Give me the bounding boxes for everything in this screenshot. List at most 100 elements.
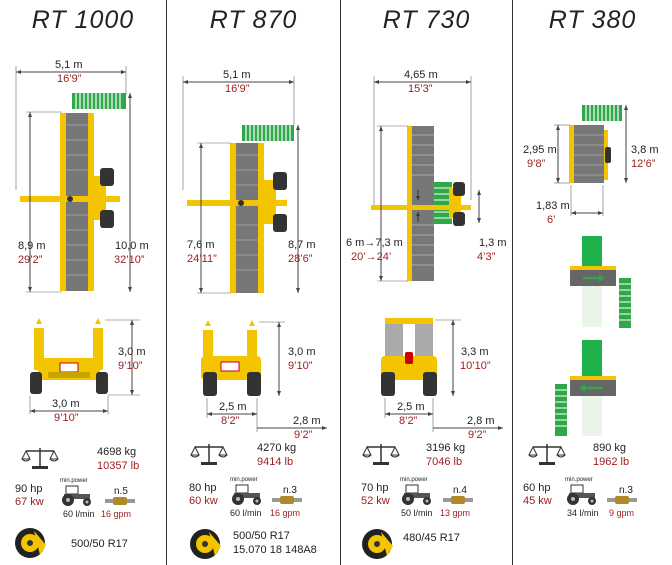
tyre-icon [362,529,393,559]
right-length-m: 1,3 m [479,237,507,249]
left-length-m: 8,9 m [18,240,46,252]
top-view-drawing [371,76,481,282]
left-length-ft: 29’2” [18,254,43,266]
rear-width2-m: 2,8 m [467,415,495,427]
top-view-drawing [182,76,300,294]
rear-width2-ft: 9’2” [468,429,487,441]
tyre-size: 480/45 R17 [403,532,460,544]
power-kw: 52 kw [361,495,390,507]
width-m: 1,83 m [536,200,570,212]
top-width-ft: 15’3” [408,83,433,95]
min-power-label: min.power [400,477,428,483]
rear-width-ft: 8’2” [221,415,240,427]
oil-flow-lmin: 60 l/min [63,509,95,519]
weight-kg: 4270 kg [257,442,297,454]
oil-flow-gpm: 16 gpm [101,509,132,519]
rear-height-m: 3,0 m [118,346,146,358]
model-column-rt730: RT 730 4,65 m 15’3” 6 m→7,3 m 20’→24’ 1,… [341,0,512,565]
left-length-ft: 24’11” [187,253,217,265]
hydraulic-outlets: n.5 [114,486,128,497]
left-length-m: 2,95 m [523,144,557,156]
power-hp: 60 hp [523,482,551,494]
weight-kg: 890 kg [593,442,627,454]
hydraulic-outlets: n.3 [619,485,633,496]
oil-flow-lmin: 60 l/min [230,508,262,518]
hydraulic-coupler-icon [443,496,473,504]
right-length-m: 8,7 m [288,239,316,251]
min-power-label: min.power [60,478,88,484]
model-column-rt380: RT 380 [513,0,672,565]
column-divider [166,0,167,565]
rear-width-m: 2,5 m [397,401,425,413]
weight-kg: 3196 kg [426,442,466,454]
rear-height-m: 3,0 m [288,346,316,358]
scale-icon [362,444,400,465]
rear-width-m: 2,5 m [219,401,247,413]
weight-lb: 1962 lb [593,456,630,468]
tractor-icon [402,484,431,505]
top-width-ft: 16’9” [57,73,82,85]
weight-lb: 10357 lb [97,460,140,472]
model-column-rt870: RT 870 5,1 m 16’9” 7,6 m 24’11” 8,7 m 28… [167,0,340,565]
model-title: RT 380 [548,6,637,34]
rear-width2-ft: 9’2” [294,429,313,441]
scale-icon [190,444,228,465]
rear-width-m: 3,0 m [52,398,80,410]
tyre-size: 500/50 R17 [233,530,290,542]
left-length-ft: 20’→24’ [351,251,392,263]
weight-lb: 9414 lb [257,456,294,468]
top-view-drawing [554,105,631,436]
power-hp: 80 hp [189,482,217,494]
left-length-m: 7,6 m [187,239,215,251]
oil-flow-gpm: 9 gpm [609,508,635,518]
tractor-icon [232,484,261,505]
rear-view-drawing [381,318,503,432]
power-kw: 60 kw [189,495,218,507]
hydraulic-coupler-icon [272,496,302,504]
tyre-size: 500/50 R17 [71,538,128,550]
weight-lb: 7046 lb [426,456,463,468]
top-width-m: 4,65 m [404,69,438,81]
model-title: RT 870 [209,6,298,34]
rear-width-ft: 8’2” [399,415,418,427]
oil-flow-lmin: 34 l/min [567,508,599,518]
rear-view-drawing [29,318,140,414]
oil-flow-gpm: 16 gpm [270,508,301,518]
min-power-label: min.power [565,477,593,483]
min-power-label: min.power [230,477,258,483]
column-divider [512,0,513,565]
rear-height-ft: 9’10” [288,360,313,372]
right-length-m: 3,8 m [631,144,659,156]
hydraulic-coupler-icon [105,497,135,505]
tyre-icon [15,528,46,558]
tyre-size-alt: 15.070 18 148A8 [233,544,317,556]
rear-view-drawing [201,320,327,432]
right-length-ft: 4’3” [477,251,496,263]
rear-height-ft: 9’10” [118,360,143,372]
right-length-ft: 28’6” [288,253,313,265]
right-length-ft: 12’6” [631,158,656,170]
weight-kg: 4698 kg [97,446,137,458]
top-view-drawing [15,66,132,293]
oil-flow-lmin: 50 l/min [401,508,433,518]
power-kw: 67 kw [15,496,44,508]
model-title: RT 1000 [31,6,135,34]
hydraulic-coupler-icon [607,496,637,504]
left-length-m: 6 m→7,3 m [346,237,403,249]
left-length-ft: 9’8” [527,158,546,170]
rear-width-ft: 9’10” [54,412,79,424]
model-column-rt1000: RT 1000 5,1 m 16’9” 8,9 m 29 [0,0,166,565]
power-kw: 45 kw [523,495,552,507]
scale-icon [528,444,566,465]
scale-icon [21,448,59,469]
rear-height-m: 3,3 m [461,346,489,358]
right-length-ft: 32’10” [114,254,145,266]
hydraulic-outlets: n.4 [453,485,467,496]
top-width-ft: 16’9” [225,83,250,95]
tyre-icon [190,529,221,559]
tractor-icon [567,484,596,505]
tractor-icon [62,485,91,506]
rear-height-ft: 10’10” [460,360,491,372]
column-divider [340,0,341,565]
power-hp: 90 hp [15,483,43,495]
